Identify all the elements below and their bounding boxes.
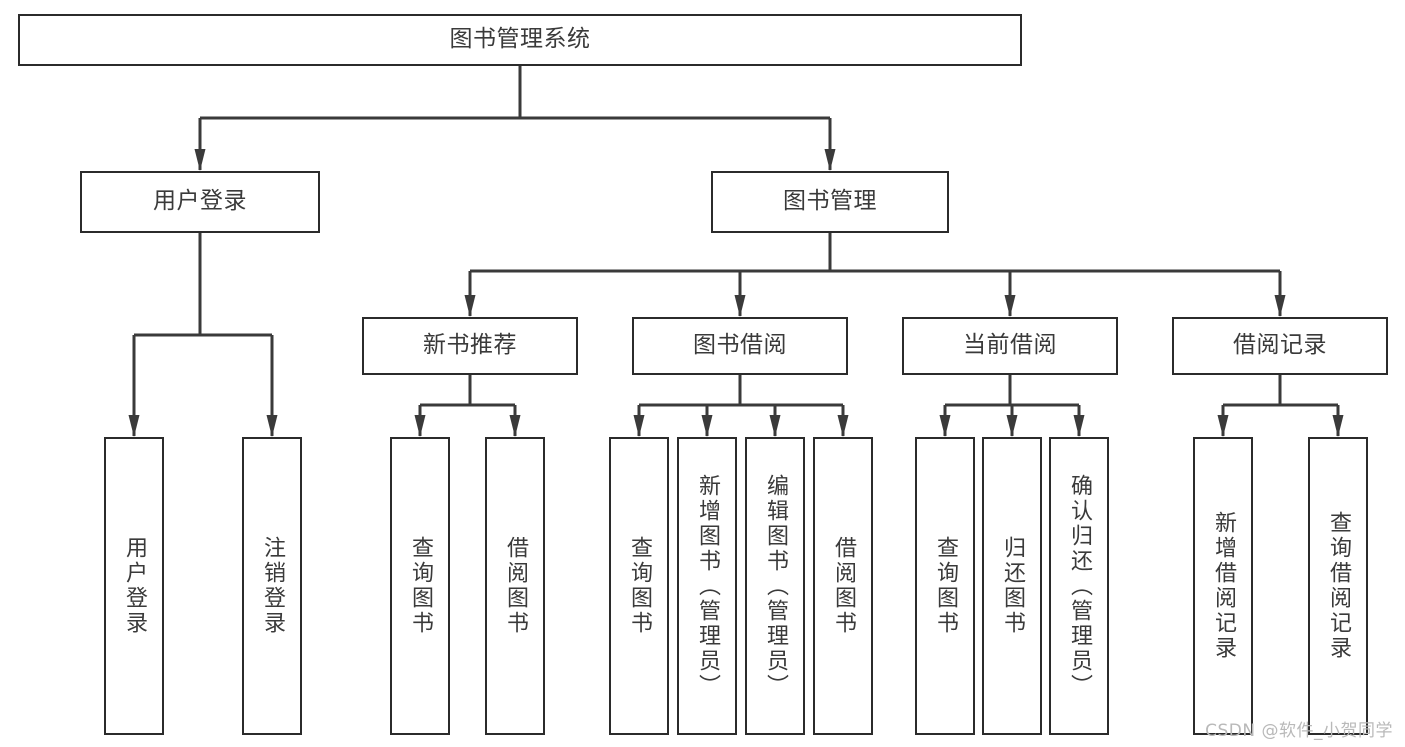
node-label: 新增借阅记录 [1210, 511, 1236, 661]
node-records: 借阅记录 [1172, 317, 1388, 375]
node-label: 借阅图书 [830, 536, 856, 636]
arrowhead-down-icon [414, 415, 426, 437]
node-label: 用户登录 [153, 188, 247, 215]
node-label: 查询图书 [407, 536, 433, 636]
node-label: 注销登录 [259, 536, 285, 636]
node-leaf-current-2: 归还图书 [982, 437, 1042, 735]
arrowhead-down-icon [1274, 295, 1286, 317]
watermark-text: CSDN @软件_小贺同学 [1205, 721, 1393, 741]
arrowhead-down-icon [939, 415, 951, 437]
arrowhead-down-icon [1073, 415, 1085, 437]
node-label: 归还图书 [999, 536, 1025, 636]
arrowhead-down-icon [1332, 415, 1344, 437]
node-label: 新增图书（管理员） [694, 473, 720, 699]
arrowhead-down-icon [194, 149, 206, 171]
node-label: 查询图书 [932, 536, 958, 636]
node-leaf-borrow-2: 新增图书（管理员） [677, 437, 737, 735]
node-label: 确认归还（管理员） [1066, 473, 1092, 699]
node-leaf-login-1: 用户登录 [104, 437, 164, 735]
node-label: 查询图书 [626, 536, 652, 636]
node-leaf-current-3: 确认归还（管理员） [1049, 437, 1109, 735]
node-newbook: 新书推荐 [362, 317, 578, 375]
node-label: 图书借阅 [693, 332, 787, 359]
arrowhead-down-icon [266, 415, 278, 437]
arrowhead-down-icon [701, 415, 713, 437]
node-label: 查询借阅记录 [1325, 511, 1351, 661]
arrowhead-down-icon [837, 415, 849, 437]
node-leaf-current-1: 查询图书 [915, 437, 975, 735]
node-leaf-borrow-1: 查询图书 [609, 437, 669, 735]
node-label: 图书管理系统 [449, 26, 591, 53]
arrowhead-down-icon [633, 415, 645, 437]
node-leaf-borrow-4: 借阅图书 [813, 437, 873, 735]
node-current: 当前借阅 [902, 317, 1118, 375]
node-leaf-newbook-1: 查询图书 [390, 437, 450, 735]
arrowhead-down-icon [824, 149, 836, 171]
arrowhead-down-icon [509, 415, 521, 437]
arrowhead-down-icon [1006, 415, 1018, 437]
node-leaf-records-2: 查询借阅记录 [1308, 437, 1368, 735]
node-leaf-borrow-3: 编辑图书（管理员） [745, 437, 805, 735]
node-borrow: 图书借阅 [632, 317, 848, 375]
node-label: 图书管理 [783, 188, 877, 215]
node-label: 当前借阅 [963, 332, 1057, 359]
arrowhead-down-icon [769, 415, 781, 437]
node-leaf-login-2: 注销登录 [242, 437, 302, 735]
arrowhead-down-icon [1004, 295, 1016, 317]
arrowhead-down-icon [464, 295, 476, 317]
node-bookmgmt: 图书管理 [711, 171, 949, 233]
node-leaf-newbook-2: 借阅图书 [485, 437, 545, 735]
node-label: 借阅记录 [1233, 332, 1327, 359]
node-label: 新书推荐 [423, 332, 517, 359]
node-label: 编辑图书（管理员） [762, 473, 788, 699]
arrowhead-down-icon [1217, 415, 1229, 437]
node-root: 图书管理系统 [18, 14, 1022, 66]
node-label: 借阅图书 [502, 536, 528, 636]
node-leaf-records-1: 新增借阅记录 [1193, 437, 1253, 735]
arrowhead-down-icon [734, 295, 746, 317]
arrowhead-down-icon [128, 415, 140, 437]
node-login: 用户登录 [80, 171, 320, 233]
node-label: 用户登录 [121, 536, 147, 636]
